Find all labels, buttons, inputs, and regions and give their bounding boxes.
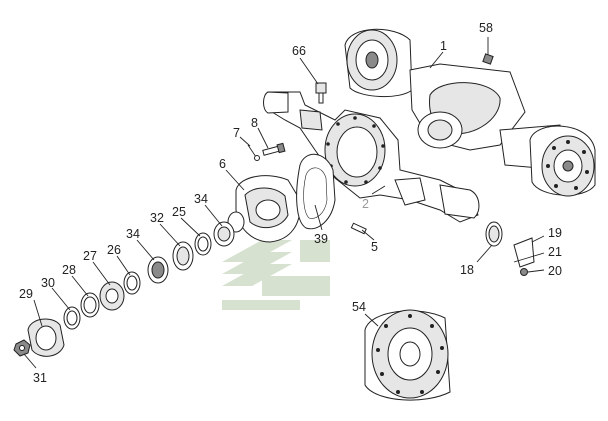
gasket-39 [296, 153, 336, 230]
differential-carrier [227, 175, 301, 243]
pin-7 [247, 144, 260, 161]
ring-26 [123, 271, 141, 295]
ring-25 [194, 232, 212, 256]
bearing-34-lower [147, 256, 169, 284]
ring-gear-18 [485, 221, 503, 247]
callout-66: 66 [292, 44, 306, 58]
nut-31 [13, 339, 31, 357]
callout-19: 19 [548, 226, 562, 240]
callout-32: 32 [150, 211, 164, 225]
callout-5: 5 [371, 240, 378, 254]
bearing-34-upper [213, 221, 235, 247]
bolt-8 [262, 142, 286, 156]
ring-28 [80, 292, 100, 318]
breather-plug [315, 82, 327, 104]
callout-27: 27 [83, 249, 97, 263]
callout-34-upper: 34 [194, 192, 208, 206]
callout-34-lower: 34 [126, 227, 140, 241]
callout-31: 31 [33, 371, 47, 385]
bolt-58 [482, 53, 494, 65]
axle-housing-front [263, 91, 480, 223]
watermark-logo [222, 240, 330, 310]
callout-7: 7 [233, 126, 240, 140]
callout-39: 39 [314, 232, 328, 246]
callout-54: 54 [352, 300, 366, 314]
callout-29: 29 [19, 287, 33, 301]
bracket-19-21 [513, 237, 535, 268]
callout-6: 6 [219, 157, 226, 171]
callout-30: 30 [41, 276, 55, 290]
callout-26: 26 [107, 243, 121, 257]
callout-1: 1 [440, 39, 447, 53]
leader-lines [23, 37, 545, 369]
callout-58: 58 [479, 21, 493, 35]
bearing-32 [172, 241, 194, 271]
callout-2: 2 [362, 197, 369, 211]
callout-8: 8 [251, 116, 258, 130]
brake-drum-54 [364, 309, 451, 401]
callout-20: 20 [548, 264, 562, 278]
nut-20 [520, 268, 528, 276]
callout-18: 18 [460, 263, 474, 277]
ring-30 [63, 306, 81, 330]
stud-5 [350, 222, 367, 235]
callout-21: 21 [548, 245, 562, 259]
callout-25: 25 [172, 205, 186, 219]
spline-flange-27 [99, 281, 125, 311]
rear-axle-housing [344, 28, 596, 197]
pinion-flange-29 [27, 318, 65, 357]
callout-28: 28 [62, 263, 76, 277]
